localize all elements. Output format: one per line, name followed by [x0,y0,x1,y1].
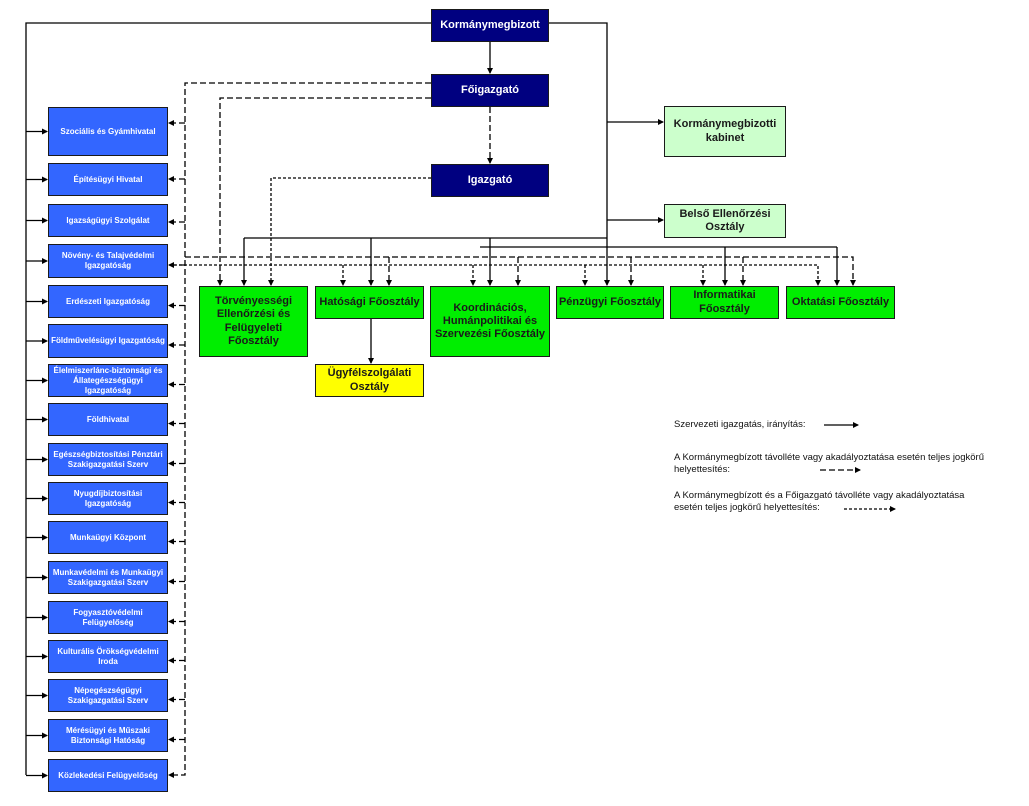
agency-box[interactable]: Közlekedési Felügyelőség [48,759,168,792]
agency-box[interactable]: Földhivatal [48,403,168,436]
legend-dashed: A Kormánymegbízott távolléte vagy akadál… [674,452,1014,476]
agency-box[interactable]: Fogyasztóvédelmi Felügyelőség [48,601,168,634]
agency-box[interactable]: Igazságügyi Szolgálat [48,204,168,237]
kabinet-box[interactable]: Kormánymegbizotti kabinet [664,106,786,157]
dashed-foigazgato-agencies [168,82,431,778]
agency-box[interactable]: Mérésügyi és Műszaki Biztonsági Hatóság [48,719,168,752]
dashed-bus [185,256,856,286]
legend-solid-label: Szervezeti igazgatás, irányítás: [674,419,806,430]
agency-box[interactable]: Földművelésügyi Igazgatóság [48,324,168,358]
left-spine [25,22,431,775]
legend-dotted: A Kormánymegbízott és a Főigazgató távol… [674,490,974,514]
legend-solid: Szervezeti igazgatás, irányítás: [674,419,1014,431]
agency-box[interactable]: Munkaügyi Központ [48,521,168,554]
agency-box[interactable]: Munkavédelmi és Munkaügyi Szakigazgatási… [48,561,168,594]
ugyfelszolgalati-box[interactable]: Ügyfélszolgálati Osztály [315,364,424,397]
agency-box[interactable]: Egészségbiztosítási Pénztári Szakigazgat… [48,443,168,476]
agency-box[interactable]: Élelmiszerlánc-biztonsági és Állategészs… [48,364,168,397]
agency-box[interactable]: Szociális és Gyámhivatal [48,107,168,156]
legend-dotted-label: A Kormánymegbízott és a Főigazgató távol… [674,490,965,513]
foigazgato-box[interactable]: Főigazgató [431,74,549,107]
agency-box[interactable]: Erdészeti Igazgatóság [48,285,168,318]
koordinacios-box[interactable]: Koordinációs, Humánpolitikai és Szervezé… [430,286,550,357]
igazgato-box[interactable]: Igazgató [431,164,549,197]
kormanymegbizott-box[interactable]: Kormánymegbizott [431,9,549,42]
dotted-bus [169,264,821,286]
hatosagi-box[interactable]: Hatósági Főosztály [315,286,424,319]
oktatasi-box[interactable]: Oktatási Főosztály [786,286,895,319]
agency-box[interactable]: Nyugdíjbiztosítási Igazgatóság [48,482,168,515]
penzugyi-box[interactable]: Pénzügyi Főosztály [556,286,664,319]
agency-box[interactable]: Építésügyi Hivatal [48,163,168,196]
agency-box[interactable]: Népegészségügyi Szakigazgatási Szerv [48,679,168,712]
legend-dashed-label: A Kormánymegbízott távolléte vagy akadál… [674,452,984,475]
agency-box[interactable]: Növény- és Talajvédelmi Igazgatóság [48,244,168,278]
agency-box[interactable]: Kulturális Örökségvédelmi Iroda [48,640,168,673]
dashed-foigazgato-torvenyessegi [217,97,431,286]
informatikai-box[interactable]: Informatikai Főosztály [670,286,779,319]
dotted-igazgato-torvenyessegi [268,177,431,286]
right-spine [549,22,610,286]
torvenyessegi-box[interactable]: Törvényességi Ellenőrzési és Felügyeleti… [199,286,308,357]
belso-ellenorzesi-box[interactable]: Belső Ellenőrzési Osztály [664,204,786,238]
